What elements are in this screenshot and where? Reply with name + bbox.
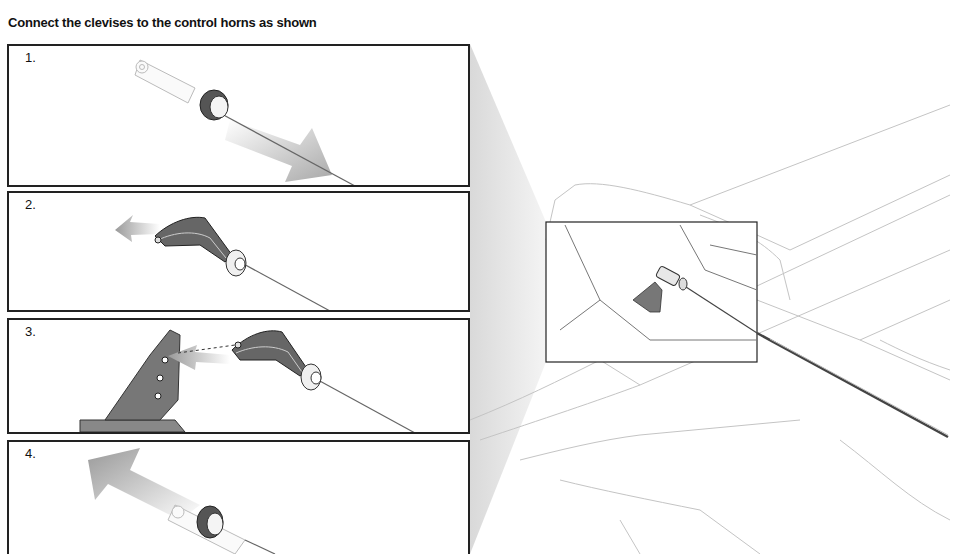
silicone-ring bbox=[226, 250, 246, 276]
motion-arrow bbox=[115, 215, 160, 242]
inset-detail bbox=[560, 225, 757, 340]
pushrod bbox=[240, 262, 330, 311]
inset-frame bbox=[546, 222, 757, 362]
silicone-ring bbox=[197, 506, 223, 538]
pushrod bbox=[245, 540, 275, 554]
step-panel: 3. bbox=[7, 318, 470, 434]
step-panel: 4. bbox=[7, 440, 470, 554]
control-horn bbox=[80, 330, 185, 432]
page-title: Connect the clevises to the control horn… bbox=[8, 15, 317, 30]
alignment-line bbox=[178, 345, 235, 353]
pushrod bbox=[318, 380, 415, 433]
aircraft-tail bbox=[470, 105, 950, 554]
silicone-ring bbox=[301, 364, 321, 390]
pushrod bbox=[757, 333, 948, 437]
clevis bbox=[232, 331, 308, 376]
control-horn bbox=[633, 282, 662, 312]
step-panel: 2. bbox=[7, 191, 470, 312]
silicone-ring bbox=[200, 90, 228, 120]
light-beam bbox=[470, 44, 546, 554]
step-number: 1. bbox=[24, 50, 37, 65]
clevis bbox=[155, 217, 232, 262]
pushrod bbox=[686, 287, 757, 333]
step-number: 4. bbox=[24, 446, 37, 461]
step-panel: 1. bbox=[7, 44, 470, 187]
clevis bbox=[655, 266, 687, 290]
motion-arrow bbox=[168, 345, 230, 370]
clevis bbox=[135, 60, 195, 103]
motion-arrow bbox=[225, 120, 332, 182]
pushrod-highlight bbox=[770, 339, 948, 435]
clevis bbox=[168, 505, 245, 554]
step-number: 3. bbox=[24, 324, 37, 339]
step-number: 2. bbox=[24, 197, 37, 212]
pushrod bbox=[218, 112, 355, 186]
motion-arrow bbox=[88, 448, 200, 520]
